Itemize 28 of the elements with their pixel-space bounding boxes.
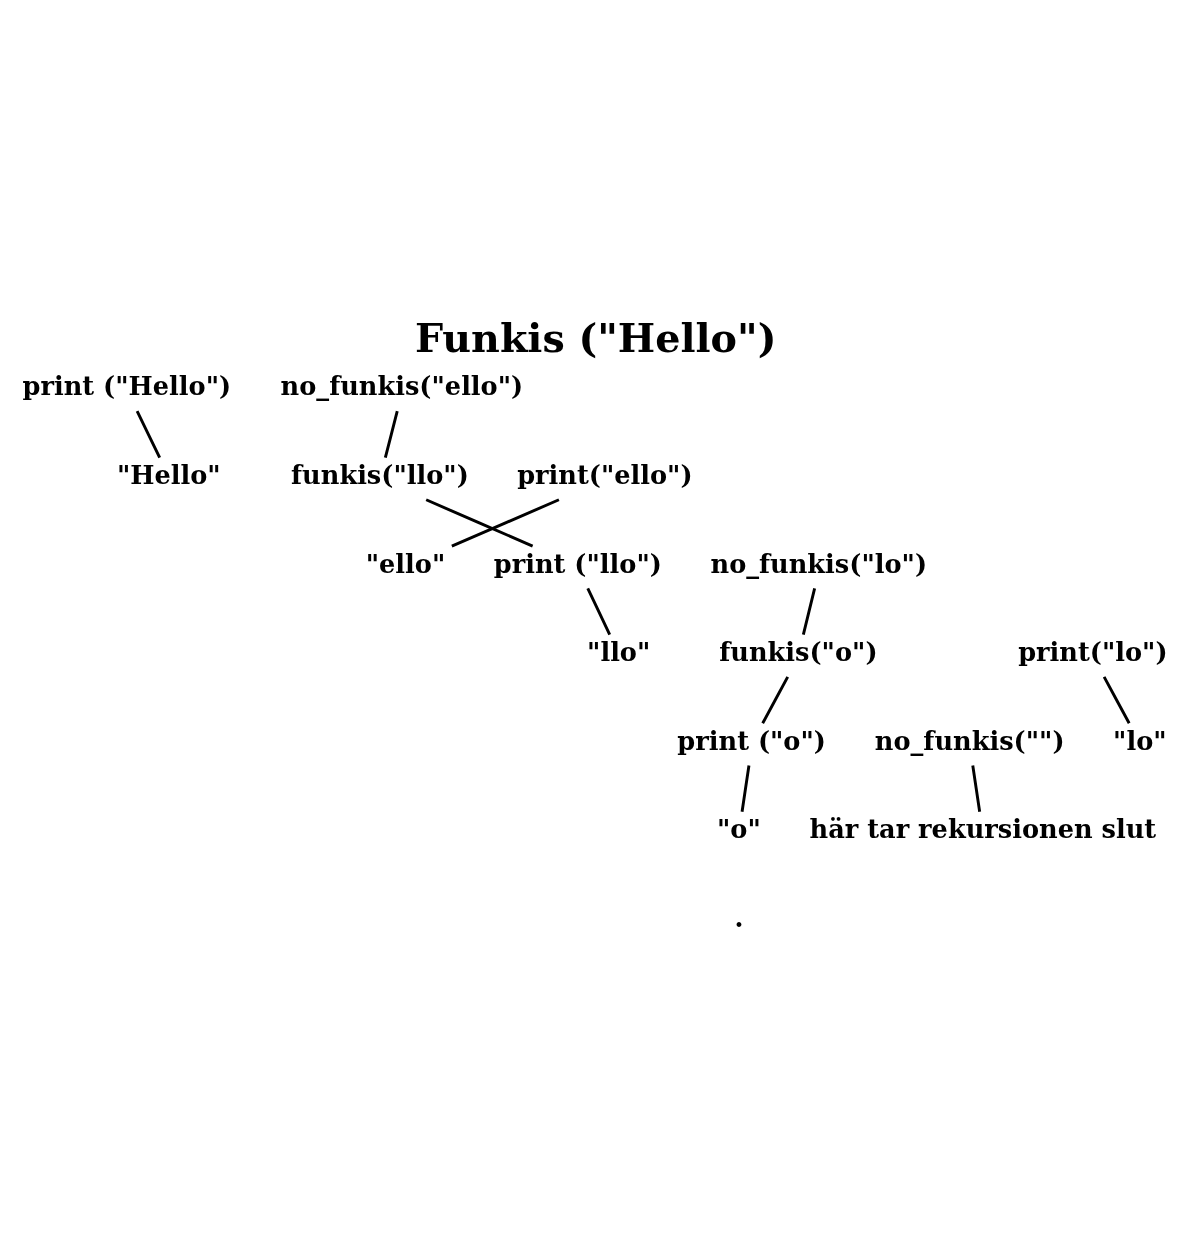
node-text: funkis("llo") bbox=[291, 459, 469, 490]
connector bbox=[383, 410, 399, 458]
node-text: "o" bbox=[716, 813, 761, 844]
node-text: print ("llo") bbox=[493, 548, 662, 579]
label: . bbox=[734, 902, 744, 933]
node-text: print("lo") bbox=[1018, 636, 1168, 667]
connector bbox=[801, 587, 817, 635]
node-text: här tar rekursionen slut bbox=[809, 813, 1157, 844]
diagram-title: Funkis ("Hello") bbox=[414, 314, 777, 361]
connector bbox=[586, 587, 611, 635]
node-text: "llo" bbox=[587, 636, 651, 667]
node-text: "Hello" bbox=[116, 459, 221, 490]
connector bbox=[761, 675, 789, 724]
node-text: print("ello") bbox=[517, 459, 693, 490]
node-text: print ("o") bbox=[677, 725, 826, 756]
connector bbox=[135, 410, 161, 458]
node-text: funkis("o") bbox=[719, 636, 878, 667]
connector bbox=[740, 764, 751, 812]
node-text: no_funkis("") bbox=[874, 725, 1065, 756]
node-text: "lo" bbox=[1113, 725, 1167, 756]
connector bbox=[971, 764, 982, 812]
connector bbox=[451, 497, 560, 547]
node-text: print ("Hello") bbox=[22, 370, 232, 401]
node-text: no_funkis("ello") bbox=[280, 370, 524, 401]
connector bbox=[1102, 675, 1131, 724]
node-text: "ello" bbox=[365, 548, 446, 579]
node-text: no_funkis("lo") bbox=[710, 548, 928, 579]
connector bbox=[425, 497, 534, 547]
